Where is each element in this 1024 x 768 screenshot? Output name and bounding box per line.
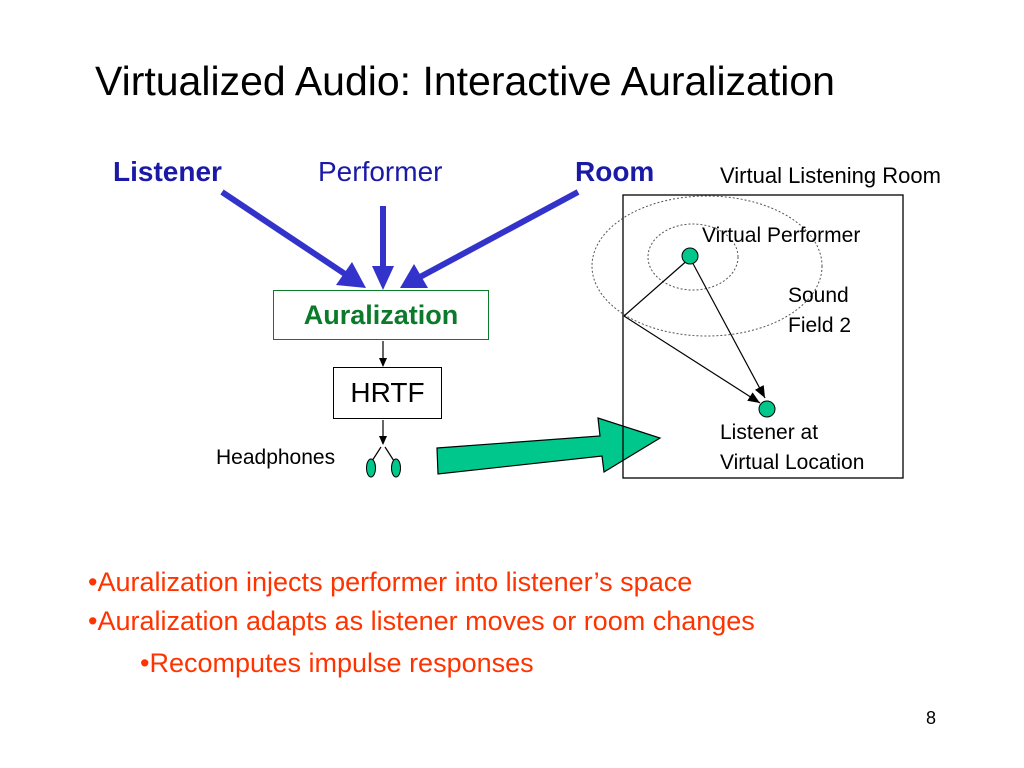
virtual-room-box	[622, 194, 904, 479]
page-number: 8	[926, 708, 937, 728]
auralization-label: Auralization	[303, 299, 459, 330]
virtual-performer-dot	[681, 247, 699, 265]
sound-field-inner	[647, 223, 739, 291]
performer-label: Performer	[318, 156, 443, 187]
bullet-item: •Auralization adapts as listener moves o…	[88, 606, 755, 636]
reflect-path-b	[623, 315, 761, 404]
slide-title: Virtualized Audio: Interactive Auralizat…	[95, 58, 835, 104]
headphones-icon	[366, 446, 401, 478]
performer-arrowhead	[372, 266, 394, 290]
virtual-listener-label-line1: Listener at	[720, 421, 819, 444]
sound-field-label-line1: Sound	[788, 284, 849, 307]
sound-field-label-line2: Field 2	[788, 314, 852, 337]
virtual-room-title: Virtual Listening Room	[720, 163, 941, 188]
listener-label: Listener	[113, 156, 222, 187]
room-arrow	[418, 189, 580, 280]
headphones-label: Headphones	[216, 446, 336, 469]
virtual-listener-label-line2: Virtual Location	[720, 451, 865, 474]
hrtf-box: HRTF	[333, 367, 442, 419]
listener-arrow	[220, 189, 350, 279]
listener-arrowhead	[336, 262, 366, 288]
sub-bullet-item: •Recomputes impulse responses	[140, 648, 534, 678]
sound-field-outer	[591, 195, 823, 337]
bullet-item: •Auralization injects performer into lis…	[88, 567, 693, 597]
room-arrowhead	[400, 264, 428, 288]
room-label: Room	[575, 156, 655, 187]
reflect-path-a	[623, 257, 691, 317]
auralization-box: Auralization	[273, 290, 489, 340]
hrtf-label: HRTF	[350, 377, 425, 408]
direct-path	[689, 257, 766, 399]
virtual-performer-label: Virtual Performer	[702, 224, 861, 247]
virtual-listener-dot	[758, 400, 776, 418]
input-arrows	[220, 189, 580, 290]
teal-big-arrow	[436, 417, 662, 475]
